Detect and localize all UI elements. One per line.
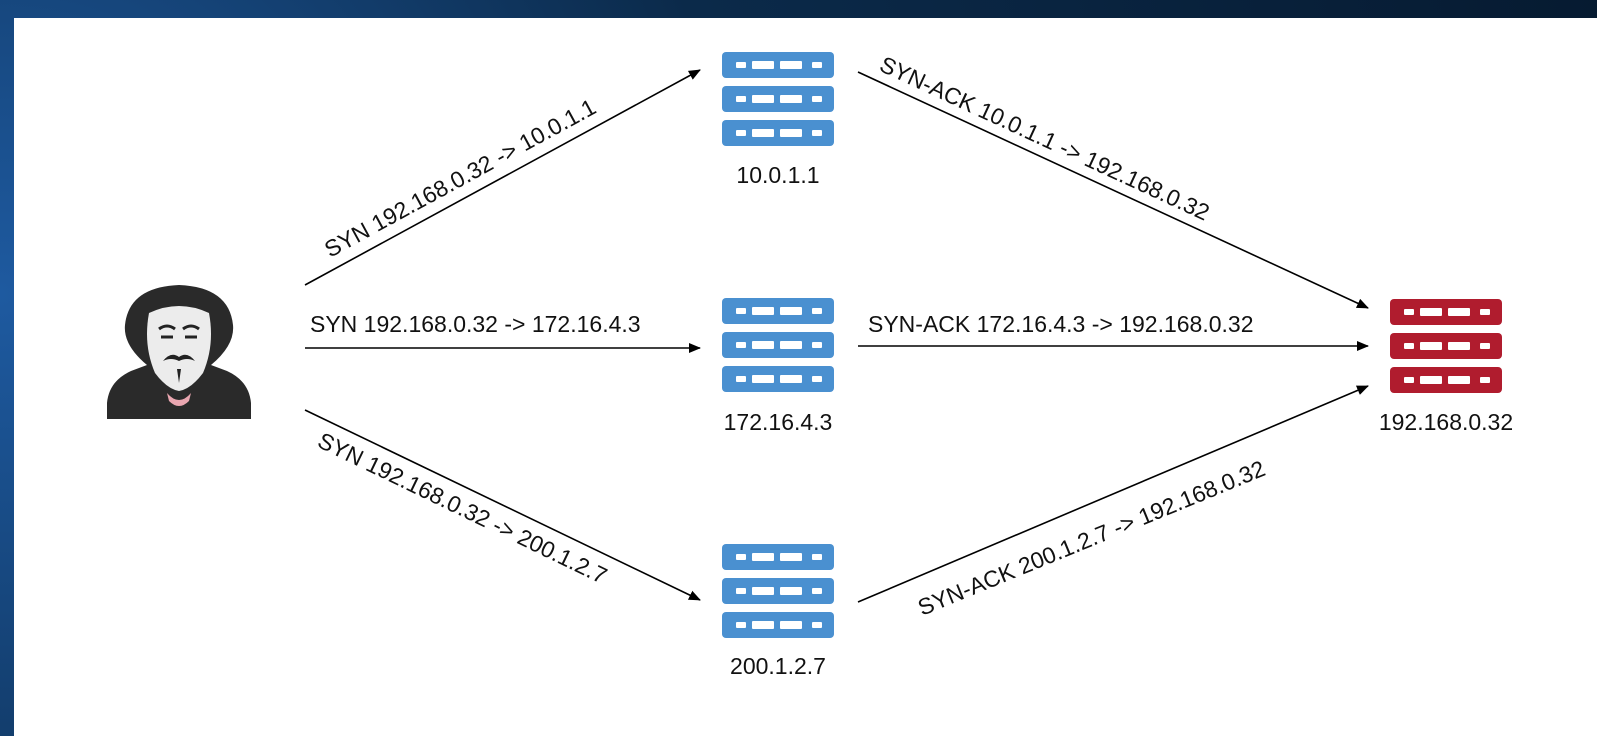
edge-syn-1	[304, 69, 701, 286]
server-icon	[722, 298, 834, 392]
server-icon	[722, 52, 834, 146]
edge-synack-1	[857, 71, 1369, 309]
edge-label-syn-2: SYN 192.168.0.32 -> 172.16.4.3	[310, 311, 641, 337]
edge-label-synack-3: SYN-ACK 200.1.2.7 -> 192.168.0.32	[914, 455, 1269, 620]
hacker-icon	[107, 285, 251, 419]
edge-label-synack-1: SYN-ACK 10.0.1.1 -> 192.168.0.32	[876, 51, 1214, 226]
server-icon	[1390, 299, 1502, 393]
edge-synack-3	[857, 385, 1369, 603]
edge-syn-3	[304, 409, 701, 601]
edge-label-synack-2: SYN-ACK 172.16.4.3 -> 192.168.0.32	[868, 311, 1254, 337]
server-label-172-16-4-3: 172.16.4.3	[724, 409, 833, 435]
server-icon	[722, 544, 834, 638]
edge-label-syn-1: SYN 192.168.0.32 -> 10.0.1.1	[320, 94, 600, 263]
server-label-10-0-1-1: 10.0.1.1	[736, 162, 819, 188]
server-label-200-1-2-7: 200.1.2.7	[730, 653, 826, 679]
edge-label-syn-3: SYN 192.168.0.32 -> 200.1.2.7	[314, 427, 611, 589]
victim-server-label: 192.168.0.32	[1379, 409, 1513, 435]
